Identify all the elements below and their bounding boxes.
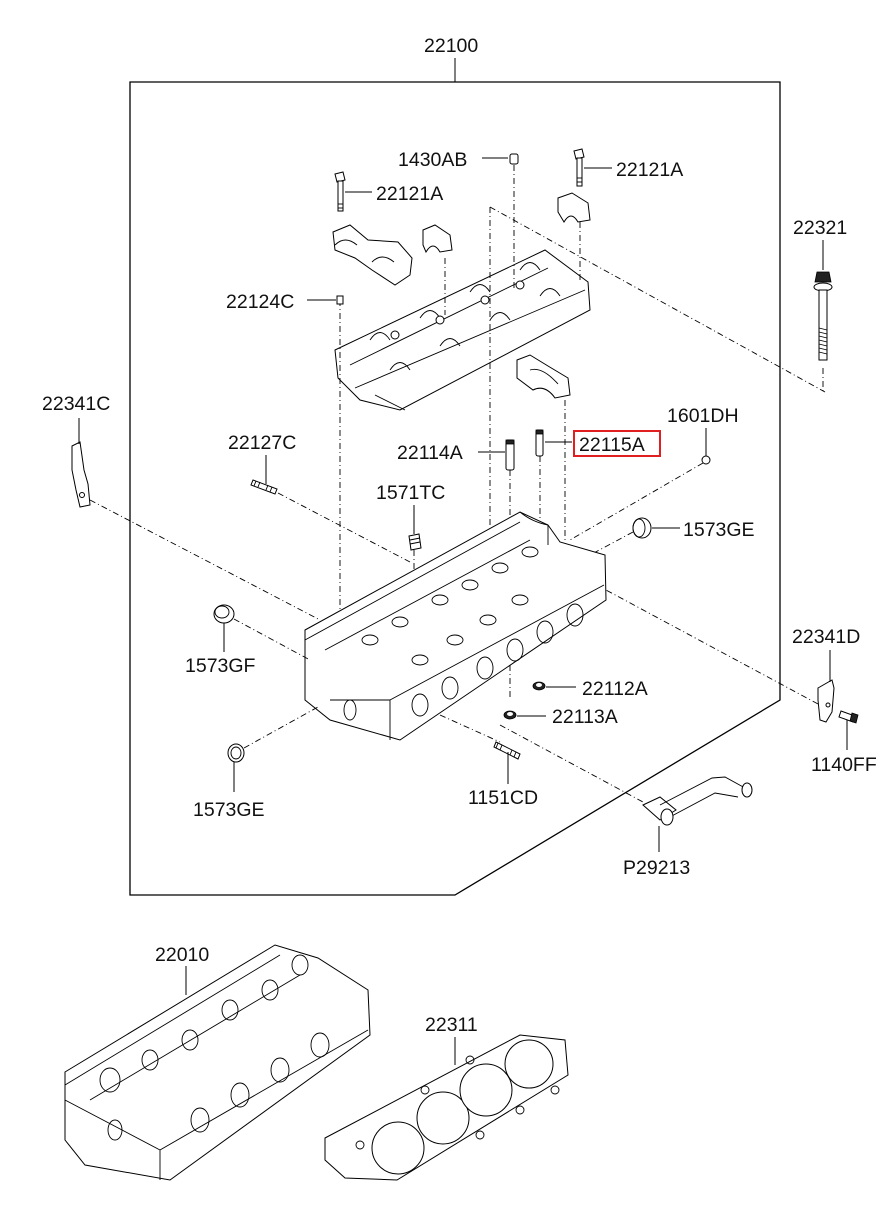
label-22115A[interactable]: 22115A [579, 434, 645, 456]
label-22112A[interactable]: 22112A [582, 678, 648, 700]
camshaft-bearing-cap-lower[interactable] [516, 354, 571, 399]
cylinder-head[interactable] [304, 511, 607, 741]
label-22127C[interactable]: 22127C [228, 432, 296, 454]
label-22113A[interactable]: 22113A [552, 706, 618, 728]
valve-guide-22115A[interactable] [535, 429, 544, 457]
label-1571TC[interactable]: 1571TC [376, 482, 445, 504]
label-1573GE-left[interactable]: 1573GE [193, 799, 265, 821]
label-22114A[interactable]: 22114A [397, 442, 463, 464]
head-gasket-22311[interactable] [324, 1034, 569, 1181]
bolt-1140FF[interactable] [838, 710, 859, 724]
label-P29213[interactable]: P29213 [623, 857, 690, 879]
camshaft-bearing-cap-rear[interactable] [557, 192, 591, 223]
label-22010[interactable]: 22010 [155, 944, 209, 966]
expansion-plug-1573GF[interactable] [213, 604, 235, 624]
valve-guide-22114A[interactable] [505, 439, 515, 471]
label-22124C[interactable]: 22124C [226, 291, 294, 313]
engine-hanger-22341D[interactable] [817, 679, 835, 723]
valve-stem-seal-22113A[interactable] [503, 710, 517, 720]
label-22100[interactable]: 22100 [424, 35, 478, 57]
highlight-box-22115A [573, 430, 661, 457]
pipe-P29213[interactable] [642, 776, 753, 826]
label-1573GE-right[interactable]: 1573GE [683, 519, 755, 541]
label-1151CD[interactable]: 1151CD [468, 787, 538, 809]
camshaft-bearing-cap-front[interactable] [332, 224, 413, 286]
valve-stem-seal-22112A[interactable] [532, 681, 546, 691]
expansion-plug-1573GE-right[interactable] [632, 517, 652, 539]
ball-plug-1601DH[interactable] [701, 455, 711, 465]
label-22121A-right[interactable]: 22121A [616, 159, 683, 181]
label-1601DH[interactable]: 1601DH [667, 405, 739, 427]
bolt-22121A-right[interactable] [573, 148, 585, 187]
label-22311[interactable]: 22311 [425, 1014, 478, 1036]
label-22341C[interactable]: 22341C [42, 393, 110, 415]
label-1573GF[interactable]: 1573GF [185, 655, 256, 677]
assembly-frame [129, 58, 781, 896]
expansion-plug-1573GE-left[interactable] [227, 743, 245, 763]
label-1140FF[interactable]: 1140FF [811, 754, 877, 776]
camshaft-carrier[interactable] [334, 249, 591, 411]
engine-hanger-22341C[interactable] [71, 441, 91, 508]
stud-22127C[interactable] [250, 479, 278, 495]
plug-1571TC[interactable] [408, 533, 422, 551]
label-1430AB[interactable]: 1430AB [398, 149, 467, 171]
label-22341D[interactable]: 22341D [792, 626, 860, 648]
cylinder-head-complete-22010[interactable] [64, 944, 371, 1181]
stud-1151CD[interactable] [493, 741, 521, 760]
label-22321[interactable]: 22321 [793, 217, 847, 239]
head-bolt-22321[interactable] [813, 271, 833, 361]
bolt-22121A-left[interactable] [334, 171, 346, 212]
dowel-22124C[interactable] [336, 295, 344, 305]
camshaft-bearing-cap-mid[interactable] [422, 224, 453, 254]
label-22121A-left[interactable]: 22121A [376, 183, 443, 205]
dowel-pin-1430AB[interactable] [509, 153, 519, 165]
